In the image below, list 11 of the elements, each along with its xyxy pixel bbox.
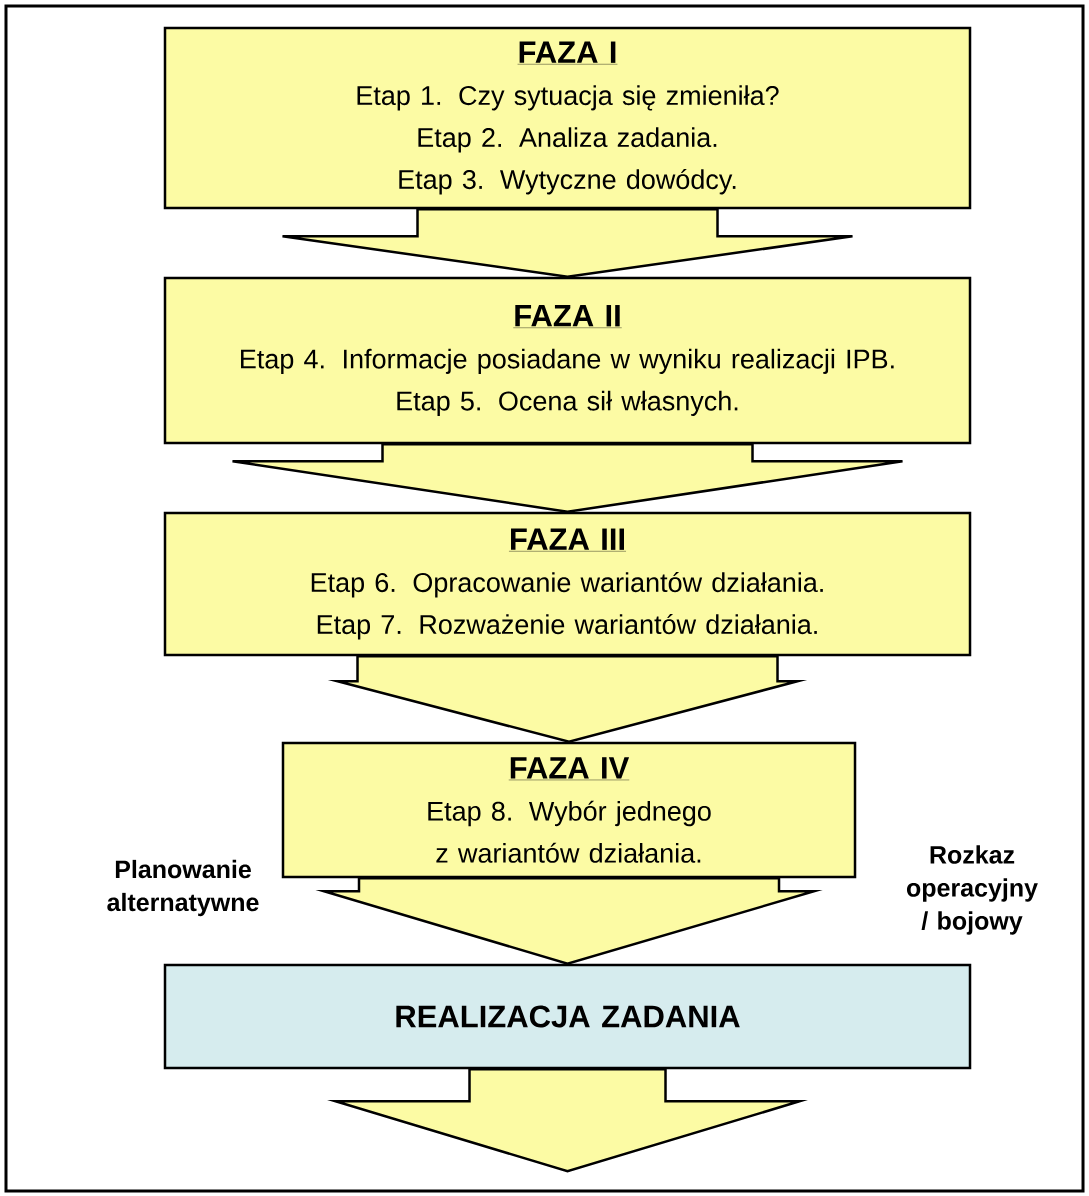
phase-box: FAZA III Etap 6. Opracowanie wariantów działania. Etap 7. Rozważenie wariantów działania. (163, 511, 972, 657)
side-label: Planowanie alternatywne (107, 859, 259, 917)
phase-box: FAZA I Etap 1. Czy sytuacja się zmieniła? Etap 2. Analiza zadania. Etap 3. Wytyczne dowódcy. (163, 26, 972, 210)
block-arrow (231, 443, 904, 514)
block-arrow (327, 1068, 808, 1173)
phase-box: FAZA IV Etap 8. Wybór jednego z wariantów działania. (281, 741, 857, 879)
phase-box: REALIZACJA ZADANIA (163, 963, 972, 1070)
side-label: Rozkaz operacyjny / bojowy (907, 845, 1038, 935)
block-arrow (281, 208, 854, 278)
block-arrow (315, 877, 823, 966)
phase-box: FAZA II Etap 4. Informacje posiadane w wyniku realizacji IPB. Etap 5. Ocena sił własnych. (163, 276, 972, 445)
